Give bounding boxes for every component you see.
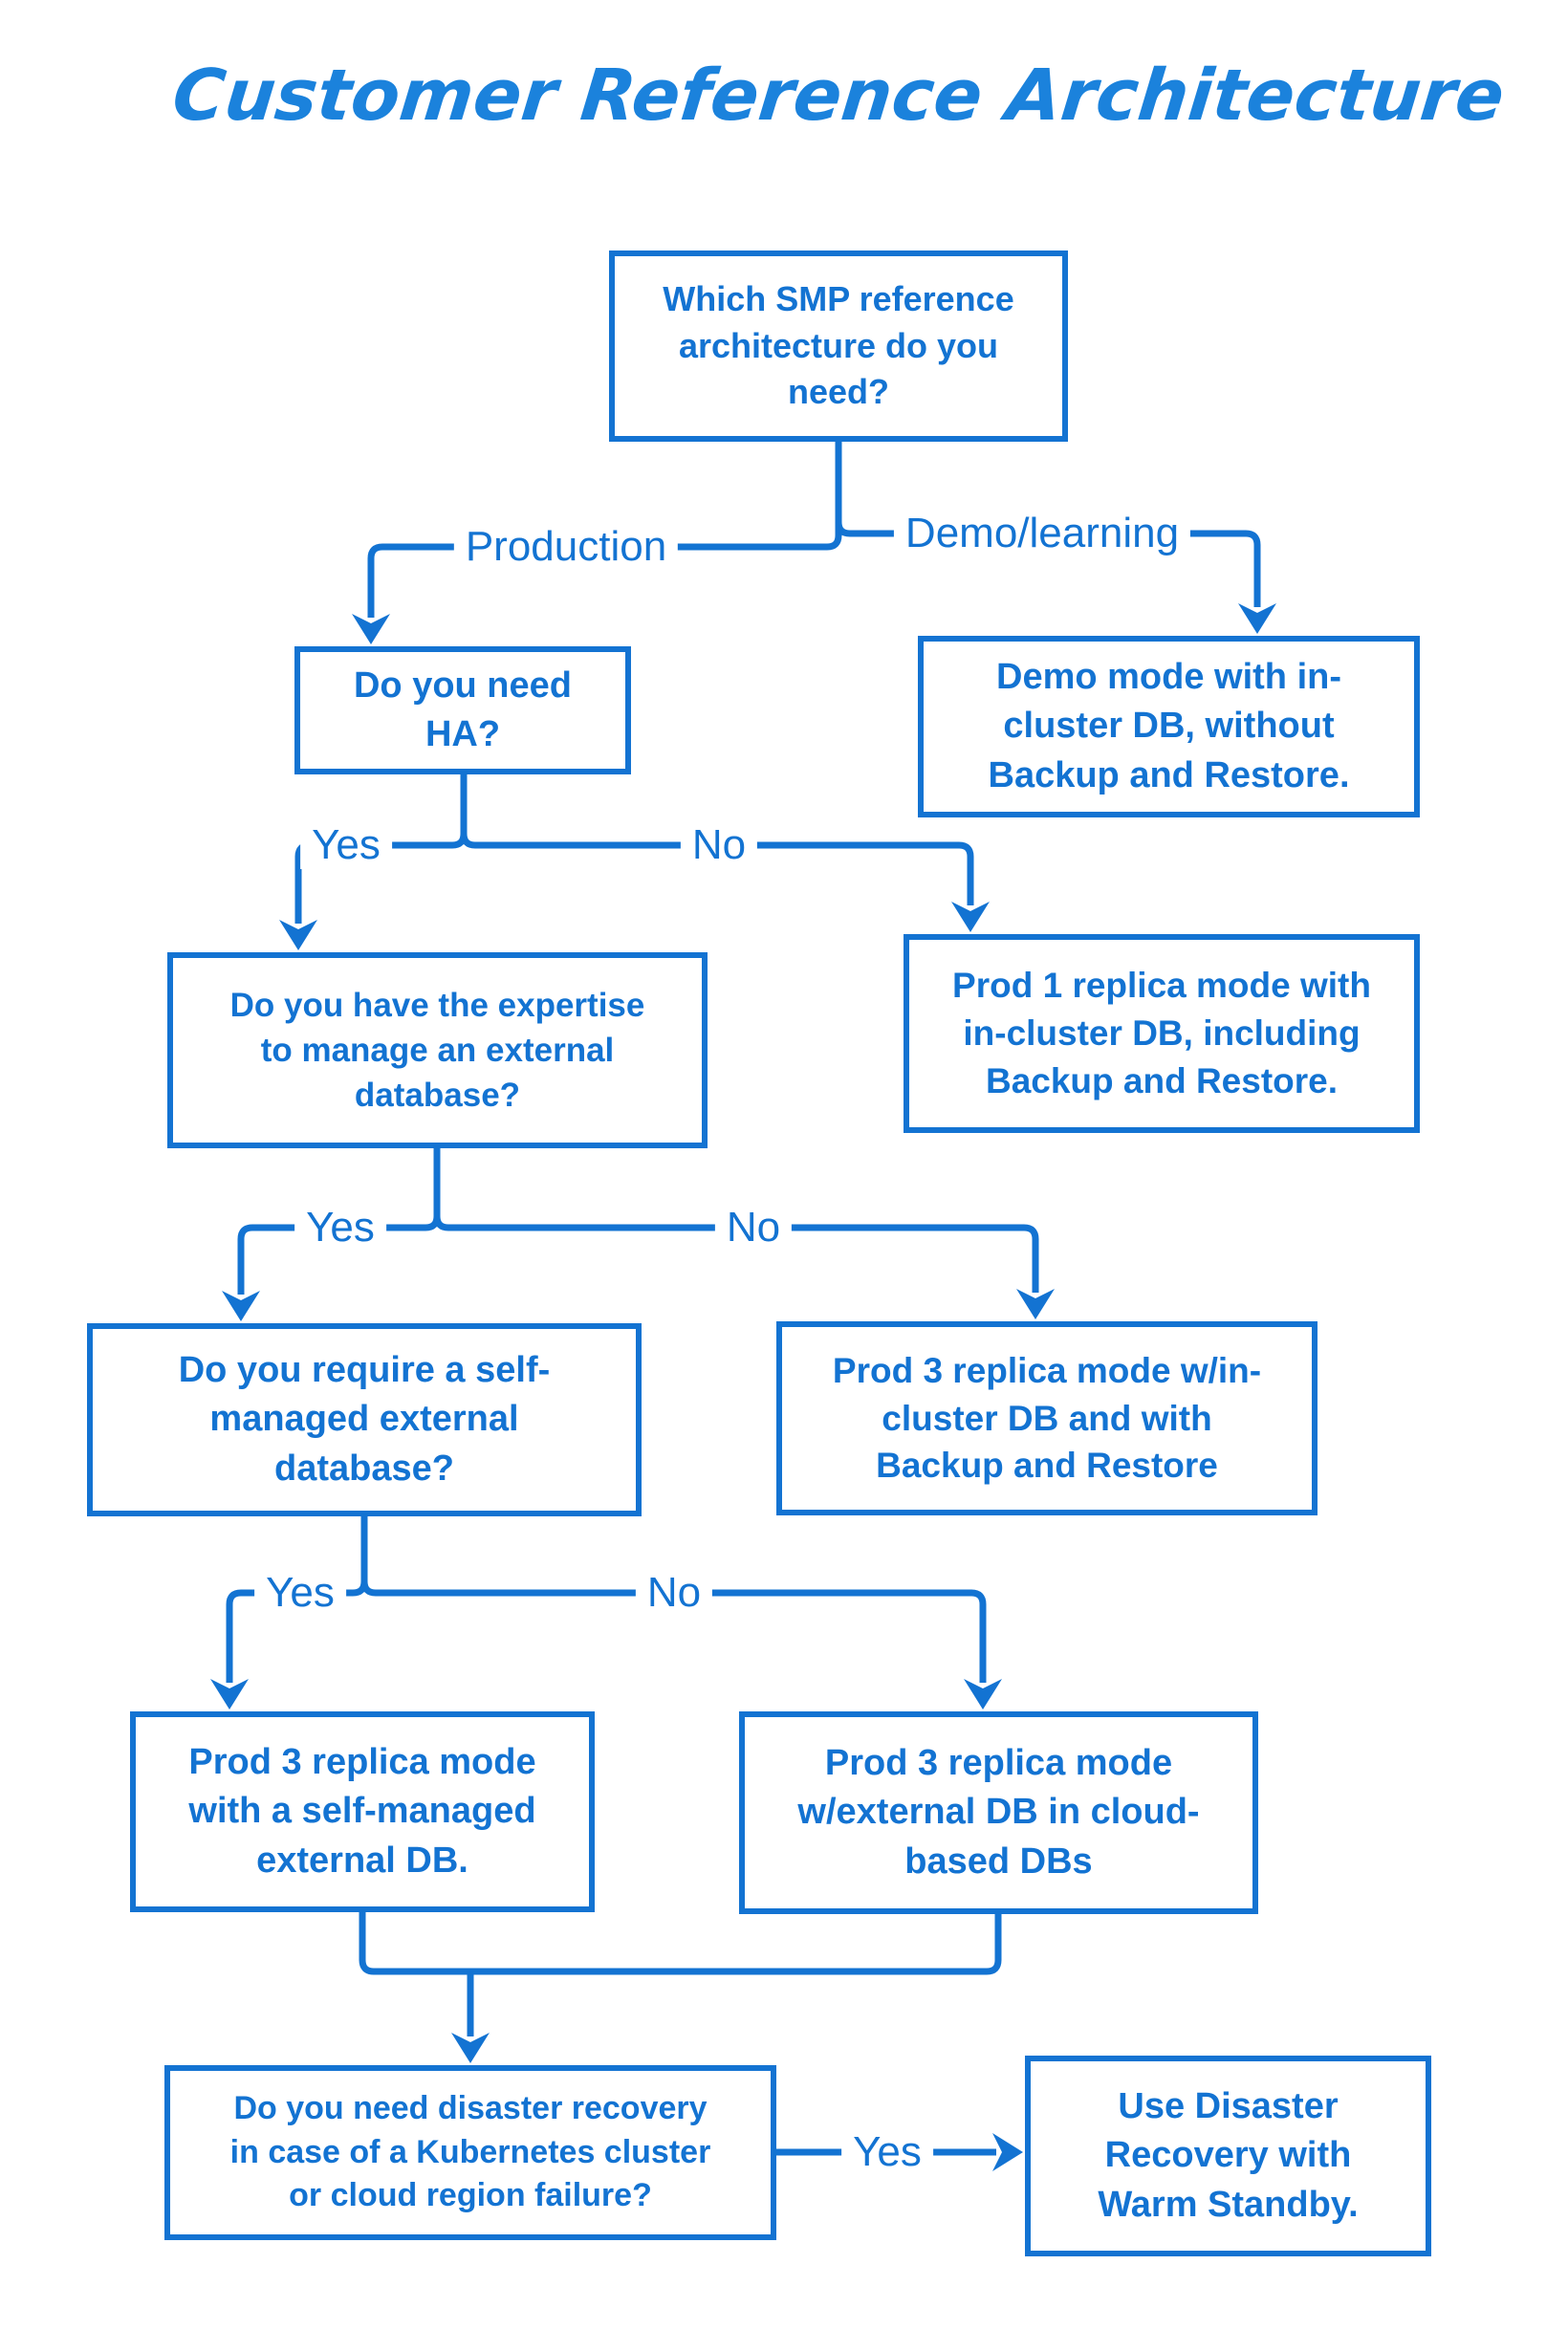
node-question-which-architecture: Which SMP reference architecture do you … [609,250,1068,442]
edge-label-production: Production [453,523,679,571]
arrowhead-dr-yes [992,2133,1023,2171]
arrowhead-selfmanaged-yes [210,1679,249,1709]
arrowhead-dr [451,2033,490,2063]
edge-label-selfmanaged-yes: Yes [254,1569,346,1617]
node-result-demo-mode: Demo mode with in- cluster DB, without B… [918,636,1420,817]
arrowhead-production [352,614,390,644]
edge-label-ha-no: No [680,821,758,869]
node-result-prod3-self-managed: Prod 3 replica mode with a self-managed … [130,1711,595,1912]
edge-label-expertise-yes: Yes [294,1204,386,1252]
arrowhead-ha-no [951,902,990,932]
arrowhead-expertise-no [1016,1289,1055,1319]
node-result-prod1-incluster: Prod 1 replica mode with in-cluster DB, … [904,934,1420,1133]
edge-root-demo [835,521,1261,607]
arrowhead-expertise-yes [222,1291,260,1321]
edge-ha-no [460,833,974,905]
node-result-prod3-cloud: Prod 3 replica mode w/external DB in clo… [739,1711,1258,1914]
edge-expertise-no [433,1215,1039,1293]
edge-label-demo-learning: Demo/learning [893,510,1191,557]
node-result-warm-standby: Use Disaster Recovery with Warm Standby. [1025,2056,1431,2256]
edge-label-expertise-no: No [714,1204,793,1252]
page-title: Customer Reference Architecture [168,54,1509,137]
node-result-prod3-incluster: Prod 3 replica mode w/in- cluster DB and… [776,1321,1318,1515]
arrowhead-ha-yes [279,920,317,950]
node-question-disaster-recovery: Do you need disaster recovery in case of… [164,2065,776,2240]
arrowhead-demo [1238,603,1276,634]
edge-selfmanaged-no [360,1580,987,1683]
edge-label-selfmanaged-no: No [635,1569,713,1617]
edge-converge [359,1912,1002,1975]
edge-label-ha-yes: Yes [300,821,392,869]
edge-label-dr-yes: Yes [841,2128,933,2176]
node-question-expertise: Do you have the expertise to manage an e… [167,952,708,1148]
node-question-need-ha: Do you need HA? [294,646,631,774]
node-question-self-managed: Do you require a self- managed external … [87,1323,642,1516]
arrowhead-selfmanaged-no [964,1679,1002,1709]
